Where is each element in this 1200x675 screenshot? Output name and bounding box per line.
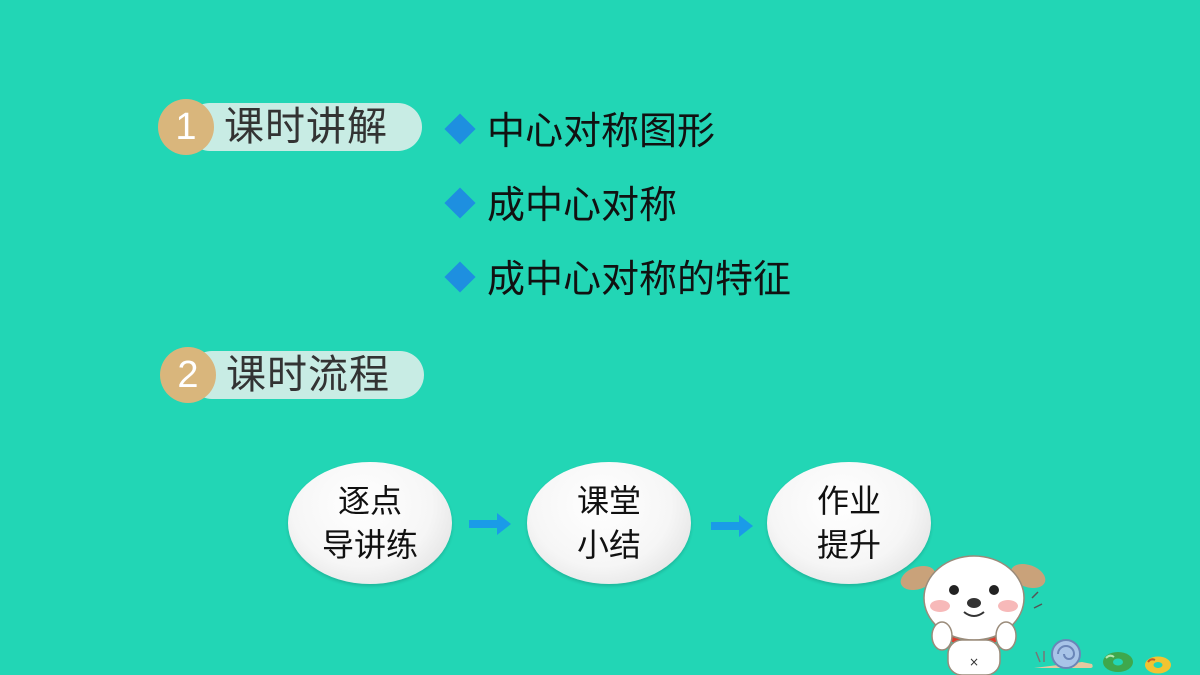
flow-step-label: 逐点 导讲练 [321, 482, 418, 564]
donut-icon [1103, 652, 1133, 672]
diamond-icon [444, 113, 476, 145]
section-header-lesson-flow: 2 课时流程 [160, 347, 430, 403]
section-title-pill [188, 351, 424, 399]
topic-label: 中心对称图形 [487, 109, 716, 153]
topic-label: 成中心对称的特征 [487, 257, 792, 301]
arrow-right-icon [711, 515, 753, 537]
section-title: 课时讲解 [224, 104, 388, 150]
flow-step-summary[interactable]: 课堂 小结 [527, 462, 691, 584]
flow-step-label: 作业 提升 [816, 482, 881, 564]
arrow-right-icon [469, 513, 511, 535]
snail-icon [1034, 639, 1093, 669]
diamond-icon [444, 187, 476, 219]
flow-step-practice[interactable]: 逐点 导讲练 [288, 462, 452, 584]
section-number-badge: 1 [158, 99, 214, 155]
flow-step-homework[interactable]: 作业 提升 [767, 462, 931, 584]
flow-step-label: 课堂 小结 [576, 482, 641, 564]
diamond-icon [444, 261, 476, 293]
mascot-belly-mark: × [969, 655, 979, 669]
topic-label: 成中心对称 [487, 183, 678, 227]
section-title-pill [186, 103, 422, 151]
puppy-icon: × [900, 555, 1046, 675]
section-number-badge: 2 [160, 347, 216, 403]
section-header-lesson-explanation: 1 课时讲解 [158, 99, 428, 155]
section-title: 课时流程 [226, 352, 390, 398]
donut-icon [1145, 656, 1171, 674]
